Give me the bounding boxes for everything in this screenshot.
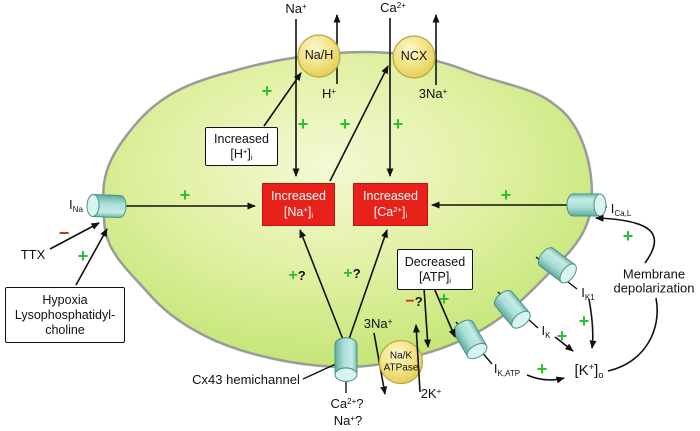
ical-plus-sign: + [500,185,512,206]
ikatp-current-label: IK,ATP [493,360,521,378]
arrow-ttx-to-ina [49,222,100,250]
arrow-nabox-to-ncx [329,65,389,182]
arrow-hbox-to-nah [263,72,302,127]
ik-plus-sign: + [556,326,568,347]
ikatp-plus-sign: + [536,359,548,380]
hypoxia-plus-sign: + [77,246,89,267]
extracellular-k-label: [K+]o [574,361,604,380]
ina-channel-icon [86,193,127,219]
increased-na-box: Increased [Na+]i [262,183,335,226]
ical-current-label: ICa,L [610,200,632,218]
increased-ca-box: Increased [Ca2+]i [353,183,428,226]
na-influx-plus-sign: + [297,114,309,135]
increased-na-line2: [Na+]i [283,204,314,221]
arrow-hemichannel-to-nabox [299,229,345,343]
arrow-ik-to-ko [554,336,574,352]
arrows-over [412,214,658,393]
pump-k2-label: 2K+ [420,385,442,401]
arrow-hemichannel-to-cabox [347,229,388,343]
arrow-ikatp-to-ko [526,374,565,384]
hemichannel-ca-plus-sign: +? [343,265,361,283]
ina-current-label: INa [69,196,83,214]
ik1-current-label: IK1 [581,284,595,302]
ca-extracellular-label: Ca2+ [380,0,406,15]
na-extracellular-label: Na+ [285,0,307,16]
ttx-label: TTX [20,246,46,262]
increased-na-line1: Increased [271,188,326,203]
depolarization-plus-sign: + [622,226,634,247]
arrow-atp-to-pump [423,287,431,348]
arrow-atp-to-ikatp [433,287,456,338]
nah-exchanger-label: Na/H [304,48,334,63]
pump-na3-label: 3Na+ [363,315,393,331]
ina-plus-sign: + [179,185,191,206]
atp-pump-minus-sign: −? [405,293,423,311]
hemichannel-na-question-label: Na+? [333,412,363,428]
hypoxia-line1: Hypoxia [42,292,88,307]
nak-atpase-label: Na/K ATPase [383,350,419,374]
hemichannel-na-plus-sign: +? [288,267,306,285]
hypoxia-line3: choline [45,322,85,337]
increased-h-line2: [H+]i [230,146,253,163]
increased-h-box: Increased [H+]i [205,127,278,166]
ik-current-label: IK [541,322,551,340]
decreased-atp-line2: [ATP]i [418,269,452,286]
h-ion-label: H+ [321,85,337,101]
hypoxia-line2: Lysophosphatidyl- [14,307,116,322]
membrane-depolarization-label: Membrane depolarization [613,266,695,296]
arrow-k2-pump-in [412,324,421,393]
link-ko-to-depolarization [607,297,658,372]
arrow-ik1-to-ko [588,298,597,349]
arrow-depolarization-to-ical [595,214,656,264]
nah-exchanger-icon [297,34,341,78]
ncx-exchanger-label: NCX [400,49,428,64]
hypoxia-box: Hypoxia Lysophosphatidyl- choline [5,287,125,343]
atp-ikatp-plus-sign: + [438,289,450,310]
cx43-pointer-line [302,362,339,380]
na3-efflux-label: 3Na+ [418,85,448,101]
ical-channel-icon [566,193,607,217]
hbox-nah-plus-sign: + [261,81,273,102]
increased-h-line1: Increased [214,131,269,146]
nak-atpase-icon [378,339,424,385]
cx43-hemichannel-icon [334,337,358,382]
increased-ca-line2: [Ca2+]i [373,204,408,221]
hemichannel-ca-question-label: Ca2+? [330,395,364,411]
ca-influx-plus-sign: + [392,114,404,135]
ik1-plus-sign: + [578,311,590,332]
cx43-hemichannel-label: Cx43 hemichannel [192,371,300,387]
ncx-exchanger-icon [392,35,436,79]
ttx-minus-sign: − [58,223,70,244]
ncx-plus-sign: + [339,114,351,135]
arrow-hypoxia-to-ina [75,228,108,286]
decreased-atp-box: Decreased [ATP]i [397,249,473,290]
increased-ca-line1: Increased [363,188,418,203]
decreased-atp-line1: Decreased [404,254,466,269]
